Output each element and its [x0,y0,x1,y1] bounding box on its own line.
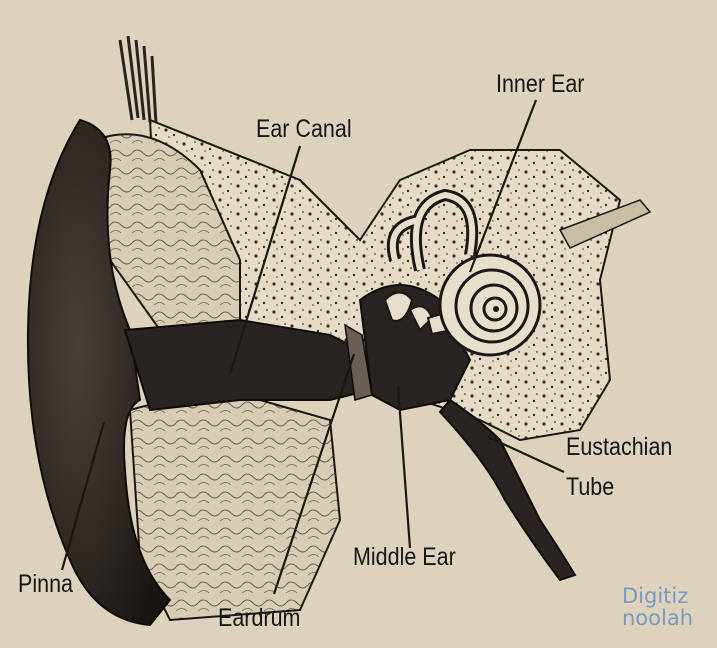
cochlea [440,255,540,355]
watermark-line2: noolah [622,608,693,629]
label-pinna: Pinna [18,572,73,597]
label-ear-canal: Ear Canal [256,117,352,142]
label-inner-ear: Inner Ear [496,72,584,97]
label-eustachian-line2: Tube [566,475,614,500]
label-eardrum: Eardrum [218,606,300,631]
label-eustachian-line1: Eustachian [566,435,672,460]
label-middle-ear: Middle Ear [353,545,456,570]
lower-tissue [130,397,340,620]
watermark-line1: Digitiz [622,586,688,607]
